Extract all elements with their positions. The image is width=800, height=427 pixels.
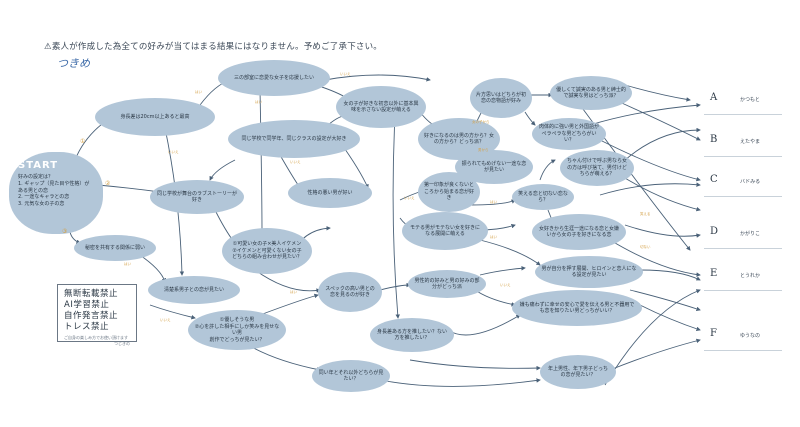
result-name: とうれか xyxy=(740,273,761,279)
rule-no-repost: 無断転載禁止 xyxy=(64,289,119,299)
flow-node: 身長差ある方を推したい？ない方を推したい？ xyxy=(370,318,454,352)
result-a: A かつもと xyxy=(704,90,782,115)
result-letter: D xyxy=(710,226,719,237)
edge-label: はい xyxy=(195,90,202,94)
flow-node: モテる男がモテない女を好きになる展開に萌える xyxy=(402,212,488,250)
flow-node: 男が自分を押す展開、ヒロインと恋人になる設定が見たい xyxy=(535,256,643,288)
flow-node: ちゃん付けで呼ぶ男なら女の方は呼び捨て、男付けどちらが萌える？ xyxy=(560,150,634,186)
result-c: C バドみる xyxy=(704,172,782,197)
edge-label: はい xyxy=(490,200,497,204)
start-option-number: ② xyxy=(105,180,111,187)
edge-label: はい xyxy=(490,235,497,239)
result-e: E とうれか xyxy=(704,266,782,291)
result-name: ゆうなの xyxy=(740,333,761,339)
flow-node: ①優しそうな男 ②心を許した相手にしか笑みを見せない男 創作でどっちが見たい？ xyxy=(188,310,286,350)
flow-node: ①可愛い女の子×美人イケメン ②イケメンと可愛くない女の子 どちらの組み合わせが… xyxy=(222,228,312,274)
result-letter: F xyxy=(710,328,717,339)
result-name: バドみる xyxy=(740,179,761,185)
flow-node: 好きになるのは男の方から？女の方から？どっち派？ xyxy=(418,118,500,160)
flow-node: 振られてもめげない一途な恋が見たい xyxy=(455,150,533,184)
start-node: START 好みの設定は？ 1. ギャップ（見た目や性格）がある男との恋 2. … xyxy=(9,152,103,234)
rules-note: ご自身の楽しみ方でお使い頂けます xyxy=(64,335,128,340)
result-letter: C xyxy=(710,174,718,185)
edge-label: いいえ xyxy=(168,150,179,154)
flow-node: 身長差は20cm以上あると最高 xyxy=(95,98,215,136)
start-option-number: ① xyxy=(80,138,86,145)
rules-signature: つじきの xyxy=(114,341,130,346)
start-question: 好みの設定は？ 1. ギャップ（見た目や性格）がある男との恋 2. 一途なキャラ… xyxy=(18,174,90,207)
flow-node: 男性的の好みと男の好みの部分がどっち派 xyxy=(408,270,486,298)
flow-node: 同じ学校で同学年、同じクラスの設定が大好き xyxy=(228,120,360,158)
flow-node: 片方思いはどちらが初恋の恋物語が好み xyxy=(470,78,532,118)
edge-label: 笑える xyxy=(640,212,651,216)
edge-label: いいえ xyxy=(404,196,415,200)
result-f: F ゆうなの xyxy=(704,326,782,351)
edge-label: いいえ xyxy=(290,160,301,164)
edge-label: 男から xyxy=(478,148,489,152)
flow-node: 女好きから生涯一途になる恋と女嫌いから女の子を好きになる恋 xyxy=(532,214,626,250)
flow-node: 女の子が好きな初恋以外に基本興味を示さない設定が萌える xyxy=(336,86,426,128)
flow-node: 性格の悪い男が好い xyxy=(288,178,372,208)
flow-node: 三の部室に恋愛な女子を応援したい xyxy=(218,60,330,96)
start-title: START xyxy=(18,160,59,171)
flow-node: 秘密を共有する関係に弱い xyxy=(74,235,156,261)
flow-node: 肉体的に強い男と外国語がペラペラな男どちらがいい？ xyxy=(532,118,606,150)
flow-node: 年上男性、年下男子どっちの恋が見たい？ xyxy=(540,355,616,389)
result-name: かがりこ xyxy=(740,231,761,237)
flow-node: 同じ学校が舞台のラブストーリーが好き xyxy=(150,180,244,214)
flow-node: 笑える恋と切ない恋なら？ xyxy=(512,184,574,210)
result-letter: B xyxy=(710,134,718,145)
disclaimer-notice: ⚠素人が作成した為全ての好みが当てはまる結果にはなりません。予めご了承下さい。 xyxy=(44,42,382,52)
result-name: えたやま xyxy=(740,139,761,145)
author-signature: つきめ xyxy=(57,57,90,70)
rule-no-tracing: トレス禁止 xyxy=(64,322,110,332)
edge-label: 切ない xyxy=(640,245,651,249)
edge-label: 女の子から xyxy=(472,120,490,124)
flow-node: 嫌も痛わずに幸せの安心で愛を伝える男と不器用でも恋を知りたい男どっちがいい？ xyxy=(512,290,642,326)
flow-node: 同い年とそれ以外どちらが見たい？ xyxy=(312,360,390,392)
flow-node: 優しくて誠実のある男と紳士的で誠実な男はどっち派？ xyxy=(550,76,632,110)
result-letter: E xyxy=(710,268,718,279)
edge-label: いいえ xyxy=(160,318,171,322)
start-option-number: ③ xyxy=(62,228,68,235)
result-d: D かがりこ xyxy=(704,224,782,249)
usage-rules-box: 無断転載禁止 AI学習禁止 自作発言禁止 トレス禁止 ご自身の楽しみ方でお使い頂… xyxy=(57,284,137,346)
flow-node: 清楚系男子との恋が見たい xyxy=(148,276,240,304)
result-name: かつもと xyxy=(740,97,760,103)
edge-label: いいえ xyxy=(340,72,351,76)
rule-no-ai-training: AI学習禁止 xyxy=(64,300,110,310)
flow-node: スペックの高い男との恋を見るのが好き xyxy=(318,272,382,312)
edge-label: はい xyxy=(124,262,131,266)
edge-label: はい xyxy=(255,100,262,104)
result-letter: A xyxy=(710,92,718,103)
edge-label: はい xyxy=(290,290,297,294)
rule-no-false-claim: 自作発言禁止 xyxy=(64,311,119,321)
result-b: B えたやま xyxy=(704,132,782,157)
edge-label: いいえ xyxy=(500,283,511,287)
